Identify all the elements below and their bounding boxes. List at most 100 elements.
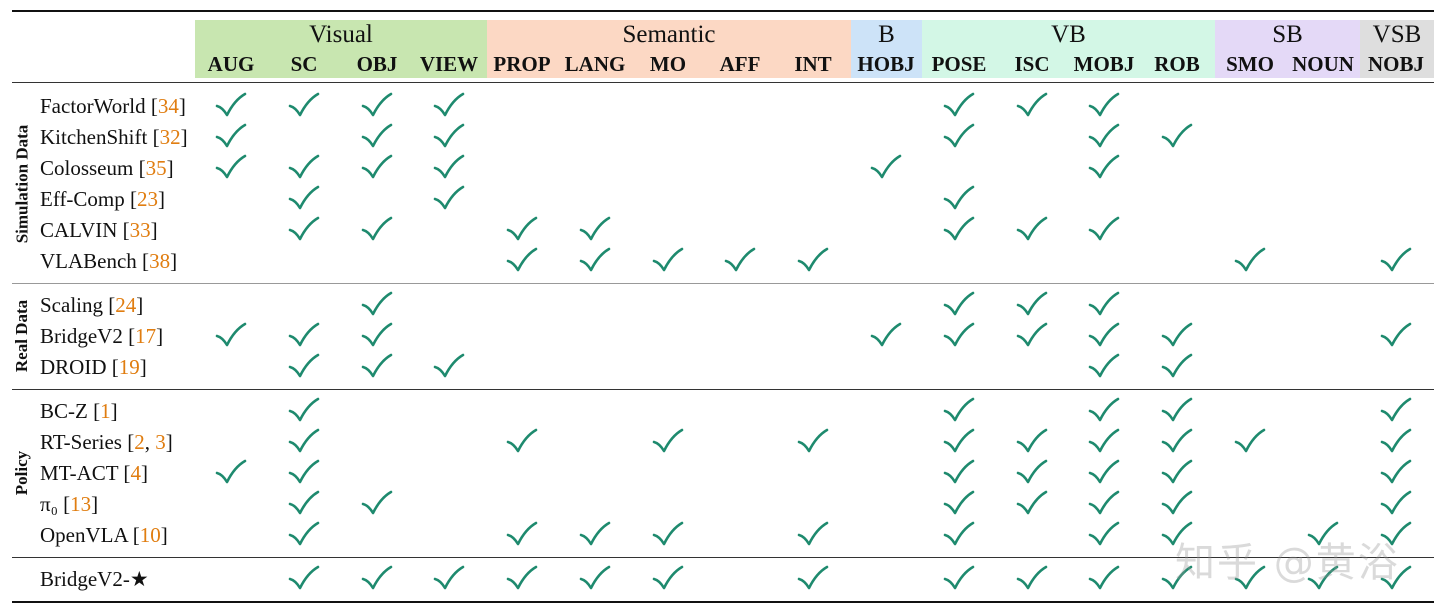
check-icon xyxy=(1016,428,1048,454)
check-icon xyxy=(943,216,975,242)
column-header-aff: AFF xyxy=(719,52,761,76)
check-icon xyxy=(943,291,975,317)
check-icon xyxy=(288,185,320,211)
check-icon xyxy=(1161,521,1193,547)
check-icon xyxy=(652,521,684,547)
check-icon xyxy=(1380,428,1412,454)
check-icon xyxy=(1088,353,1120,379)
check-icon xyxy=(652,565,684,591)
column-header-noun: NOUN xyxy=(1292,52,1354,76)
group-bg-vb xyxy=(922,20,1215,78)
citation-bracket: ] xyxy=(110,399,118,423)
citation-link[interactable]: 4 xyxy=(130,461,141,485)
check-icon xyxy=(1088,291,1120,317)
citation-link[interactable]: 2 xyxy=(134,430,145,454)
method-name: BridgeV2-★ xyxy=(40,567,149,591)
method-name: DROID [ xyxy=(40,355,119,379)
check-icon xyxy=(1088,322,1120,348)
check-icon xyxy=(1161,490,1193,516)
row-label: RT-Series [2, 3] xyxy=(40,427,173,457)
citation-link[interactable]: 1 xyxy=(100,399,111,423)
check-icon xyxy=(433,185,465,211)
column-header-sc: SC xyxy=(290,52,318,76)
check-icon xyxy=(433,92,465,118)
check-icon xyxy=(288,428,320,454)
check-icon xyxy=(361,123,393,149)
check-icon xyxy=(1161,397,1193,423)
check-icon xyxy=(943,123,975,149)
check-icon xyxy=(943,428,975,454)
row-label: MT-ACT [4] xyxy=(40,458,148,488)
check-icon xyxy=(1088,459,1120,485)
citation-link[interactable]: 10 xyxy=(139,523,161,547)
group-bg-sb xyxy=(1215,20,1360,78)
citation-bracket: ] xyxy=(158,187,166,211)
citation-link[interactable]: 32 xyxy=(159,125,181,149)
citation-link[interactable]: 35 xyxy=(145,156,167,180)
row-label: CALVIN [33] xyxy=(40,215,158,245)
check-icon xyxy=(1234,565,1266,591)
citation-bracket: ] xyxy=(178,94,186,118)
check-icon xyxy=(579,565,611,591)
check-icon xyxy=(1380,490,1412,516)
check-icon xyxy=(288,322,320,348)
check-icon xyxy=(579,247,611,273)
check-icon xyxy=(579,216,611,242)
row-label: π₀ [13] xyxy=(40,489,98,519)
column-header-mo: MO xyxy=(649,52,687,76)
column-header-mobj: MOBJ xyxy=(1073,52,1135,76)
check-icon xyxy=(361,216,393,242)
column-header-hobj: HOBJ xyxy=(857,52,915,76)
check-icon xyxy=(361,353,393,379)
check-icon xyxy=(1016,459,1048,485)
group-title-vsb: VSB xyxy=(1372,21,1422,48)
citation-link[interactable]: 23 xyxy=(137,187,159,211)
check-icon xyxy=(361,154,393,180)
check-icon xyxy=(943,565,975,591)
group-title-sb: SB xyxy=(1272,21,1303,48)
check-icon xyxy=(288,353,320,379)
check-icon xyxy=(361,291,393,317)
check-icon xyxy=(506,565,538,591)
citation-link[interactable]: 3 xyxy=(155,430,166,454)
check-icon xyxy=(1016,322,1048,348)
check-icon xyxy=(433,353,465,379)
check-icon xyxy=(288,397,320,423)
citation-separator: , xyxy=(144,430,156,454)
method-name: KitchenShift [ xyxy=(40,125,160,149)
citation-link[interactable]: 38 xyxy=(149,249,171,273)
group-bg-visual xyxy=(195,20,487,78)
row-label: DROID [19] xyxy=(40,352,147,382)
check-icon xyxy=(361,322,393,348)
check-icon xyxy=(215,123,247,149)
check-icon xyxy=(870,322,902,348)
check-icon xyxy=(361,92,393,118)
citation-link[interactable]: 17 xyxy=(135,324,157,348)
section-rule-1 xyxy=(12,283,1434,284)
check-icon xyxy=(1161,459,1193,485)
citation-link[interactable]: 33 xyxy=(129,218,151,242)
check-icon xyxy=(288,92,320,118)
citation-link[interactable]: 13 xyxy=(70,492,92,516)
check-icon xyxy=(506,216,538,242)
check-icon xyxy=(1016,216,1048,242)
check-icon xyxy=(506,428,538,454)
column-header-aug: AUG xyxy=(207,52,255,76)
citation-bracket: ] xyxy=(150,218,158,242)
check-icon xyxy=(1088,521,1120,547)
check-icon xyxy=(579,521,611,547)
check-icon xyxy=(1088,123,1120,149)
row-label: VLABench [38] xyxy=(40,246,177,276)
check-icon xyxy=(1016,92,1048,118)
check-icon xyxy=(506,247,538,273)
method-name: BC-Z [ xyxy=(40,399,101,423)
check-icon xyxy=(215,322,247,348)
citation-link[interactable]: 34 xyxy=(157,94,179,118)
citation-link[interactable]: 24 xyxy=(115,293,137,317)
top-rule xyxy=(12,10,1434,12)
citation-link[interactable]: 19 xyxy=(118,355,140,379)
group-bg-b xyxy=(851,20,922,78)
check-icon xyxy=(1380,397,1412,423)
check-icon xyxy=(1016,565,1048,591)
section-label-policy: Policy xyxy=(12,450,31,496)
